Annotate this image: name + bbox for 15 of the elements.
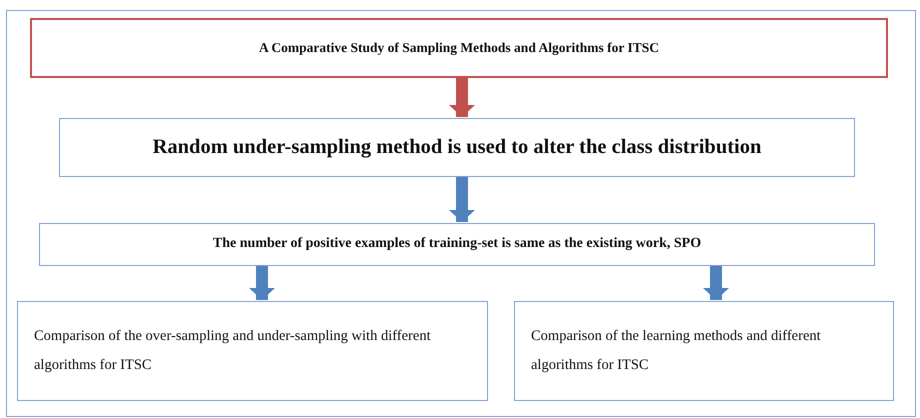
process-box xyxy=(59,118,855,177)
frame-box xyxy=(6,10,916,417)
box-text: A Comparative Study of Sampling Methods and Algorithms for ITSC xyxy=(259,40,659,56)
box-text: Comparison of the learning methods and different algorithms for ITSC xyxy=(531,327,822,375)
box-text: Random under-sampling method is used to alter the class distribution xyxy=(152,135,762,160)
arrow xyxy=(249,265,275,300)
box-text: The number of positive examples of training-set is same as the existing work, SPO xyxy=(212,236,702,253)
arrow xyxy=(449,176,475,222)
arrow xyxy=(449,77,475,117)
result-box xyxy=(514,301,894,401)
arrow xyxy=(703,265,729,300)
process-box xyxy=(39,223,875,266)
box-text: Comparison of the over-sampling and under-sampling with different algorithms for ITSC xyxy=(34,327,432,375)
title-box xyxy=(30,18,888,78)
result-box xyxy=(17,301,488,401)
